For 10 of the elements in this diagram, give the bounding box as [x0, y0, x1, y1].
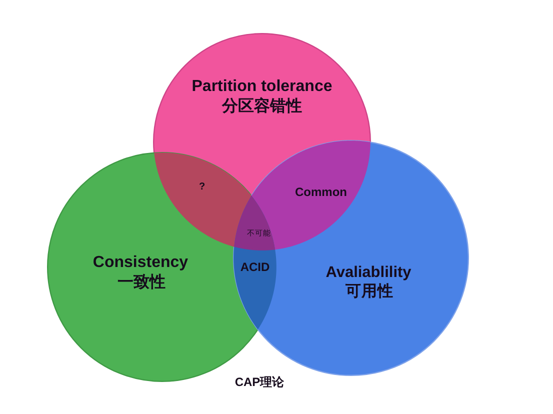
set-title: Consistency — [92, 254, 188, 272]
caption: CAP理论 — [234, 376, 284, 390]
set-title: Partition tolerance — [192, 78, 332, 96]
set-subtitle: 分区容错性 — [222, 98, 302, 116]
region-label: ACID — [240, 261, 270, 275]
set-title: Avaliablility — [326, 264, 412, 282]
region-label: Common — [295, 186, 347, 200]
set-subtitle: 一致性 — [118, 274, 166, 292]
set-subtitle: 可用性 — [346, 283, 394, 301]
region-label: ? — [198, 181, 206, 193]
